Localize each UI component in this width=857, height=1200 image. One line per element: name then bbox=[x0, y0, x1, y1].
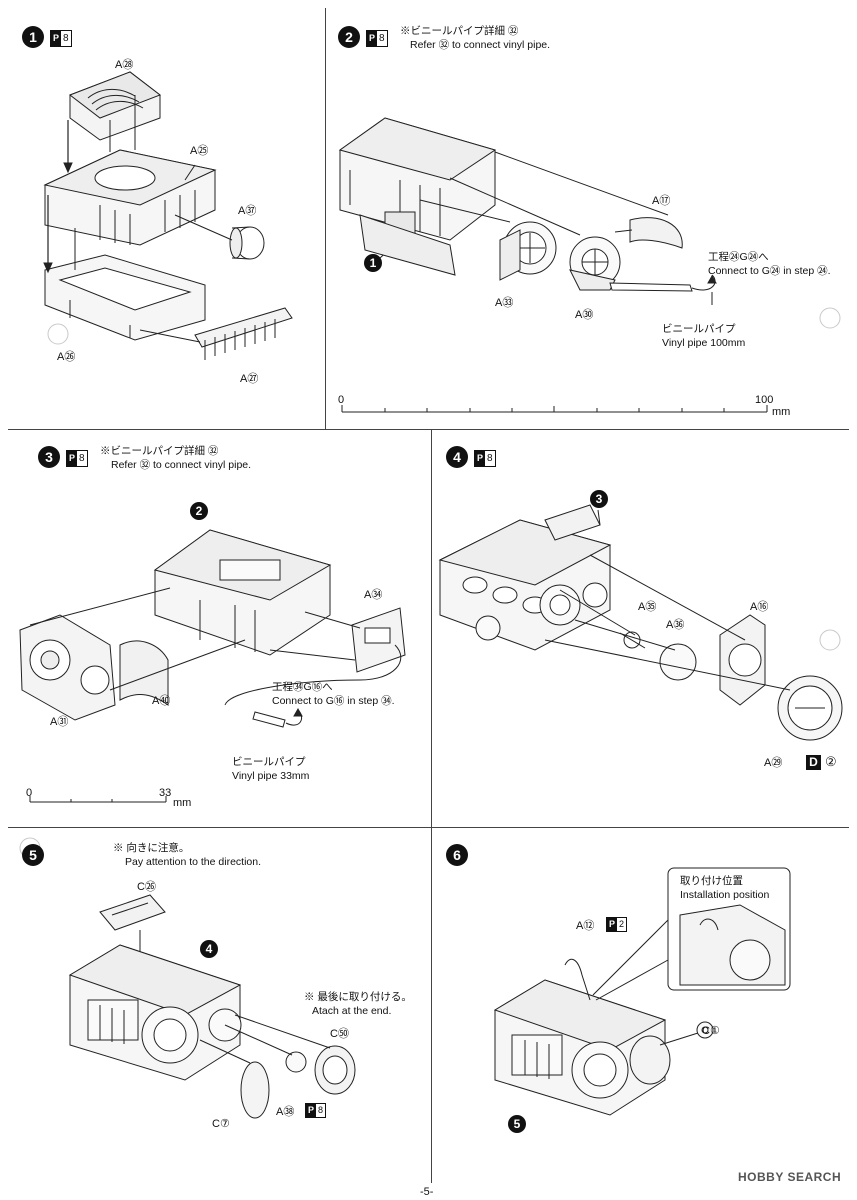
part-a38-label: A㊳ bbox=[276, 1106, 295, 1118]
step-1-paint-ref-value: 8 bbox=[63, 33, 69, 44]
step-3-drawing bbox=[19, 529, 406, 728]
step-3-scale-start: 0 bbox=[26, 787, 33, 799]
part-c1-label: C① bbox=[702, 1025, 720, 1037]
part-a16-label: A⑯ bbox=[750, 601, 769, 613]
part-a36-label: A㊱ bbox=[666, 619, 685, 631]
step-2-note-jp: ※ビニールパイプ詳細 ㉜ bbox=[400, 25, 519, 37]
decal-d-badge: D bbox=[806, 755, 821, 770]
step-3-note-en: Refer ㉜ to connect vinyl pipe. bbox=[111, 459, 252, 471]
step-5-drawing bbox=[68, 894, 356, 1119]
step-3-note-jp: ※ビニールパイプ詳細 ㉜ bbox=[100, 445, 219, 457]
step-2-connect-en: Connect to G㉔ in step ㉔. bbox=[708, 265, 831, 277]
watermark: HOBBY SEARCH bbox=[738, 1170, 842, 1184]
paint-ref-icon: P bbox=[367, 31, 378, 46]
background-ghost bbox=[19, 307, 841, 859]
part-a26-label: A㉖ bbox=[57, 351, 76, 363]
step-2-scale-end: 100 bbox=[755, 394, 774, 406]
paint-ref-icon: P bbox=[306, 1104, 317, 1117]
part-a37-label: A㊲ bbox=[238, 205, 257, 217]
decal-number: ② bbox=[825, 754, 837, 769]
step-4-panel bbox=[432, 430, 849, 828]
step-6-ref-circle: 5 bbox=[508, 1115, 526, 1133]
part-a38-paint-ref-value: 8 bbox=[318, 1105, 324, 1115]
paint-ref-icon: P bbox=[475, 451, 486, 466]
step-3-pipe-jp: ビニールパイプ bbox=[232, 756, 306, 768]
step-2-number: 2 bbox=[338, 26, 360, 48]
part-a29-label: A㉙ bbox=[764, 757, 783, 769]
part-a33-label: A㉝ bbox=[495, 297, 514, 309]
step-3-pipe-en: Vinyl pipe 33mm bbox=[232, 770, 310, 782]
step-1-drawing bbox=[43, 71, 293, 360]
step-3-ref-circle: 2 bbox=[190, 502, 208, 520]
step-2-scale-start: 0 bbox=[338, 394, 345, 406]
step-5-panel bbox=[8, 828, 432, 1183]
step-3-connect-en: Connect to G⑯ in step ㉞. bbox=[272, 695, 395, 707]
part-a31-label: A㉛ bbox=[50, 716, 69, 728]
part-a30-label: A㉚ bbox=[575, 309, 594, 321]
step-2-note-en: Refer ㉜ to connect vinyl pipe. bbox=[410, 39, 551, 51]
part-a35-label: A㉟ bbox=[638, 601, 657, 613]
step-3-scale-unit: mm bbox=[173, 797, 192, 809]
step-1-number: 1 bbox=[22, 26, 44, 48]
step-6-drawing bbox=[493, 867, 791, 1116]
part-c26-label: C㉖ bbox=[137, 881, 156, 893]
part-a12-label: A⑫ bbox=[576, 920, 595, 932]
part-a12-paint-ref-value: 2 bbox=[619, 919, 625, 929]
part-c50-label: C㊿ bbox=[330, 1028, 349, 1040]
step-4-number: 4 bbox=[446, 446, 468, 468]
paint-ref-icon: P bbox=[607, 918, 618, 931]
step-2-scale-unit: mm bbox=[772, 406, 791, 418]
part-a27-label: A㉗ bbox=[240, 373, 259, 385]
step-3-connect-jp: 工程㉞G⑯へ bbox=[272, 681, 333, 693]
step-6-install-jp: 取り付け位置 bbox=[680, 875, 743, 887]
step-3-number: 3 bbox=[38, 446, 60, 468]
step-5-note1-jp: ※ 向きに注意。 bbox=[113, 842, 190, 854]
step-3-panel bbox=[8, 430, 432, 828]
part-a25-label: A㉕ bbox=[190, 145, 209, 157]
paint-ref-icon: P bbox=[51, 31, 62, 46]
step-2-paint-ref-value: 8 bbox=[379, 33, 385, 44]
part-a28-label: A㉘ bbox=[115, 59, 134, 71]
step-1-panel bbox=[8, 8, 326, 430]
step-2-pipe-en: Vinyl pipe 100mm bbox=[662, 337, 746, 349]
step-5-ref-circle: 4 bbox=[200, 940, 218, 958]
paint-ref-icon: P bbox=[67, 451, 78, 466]
step-6-number: 6 bbox=[446, 844, 468, 866]
step-2-scale-bar bbox=[341, 405, 768, 413]
step-2-drawing bbox=[338, 117, 717, 305]
step-5-number: 5 bbox=[22, 844, 44, 866]
step-6-install-en: Installation position bbox=[680, 889, 770, 901]
part-a40-label: A㊵ bbox=[152, 695, 171, 707]
step-2-pipe-jp: ビニールパイプ bbox=[662, 323, 736, 335]
step-2-panel bbox=[326, 8, 849, 430]
part-a17-label: A⑰ bbox=[652, 195, 671, 207]
step-5-note1-en: Pay attention to the direction. bbox=[125, 856, 262, 868]
step-4-paint-ref-value: 8 bbox=[487, 453, 493, 464]
step-2-connect-jp: 工程㉔G㉔へ bbox=[708, 251, 769, 263]
step-3-scale-end: 33 bbox=[159, 787, 172, 799]
part-c7-label: C⑦ bbox=[212, 1118, 230, 1130]
step-4-ref-circle: 3 bbox=[590, 490, 608, 508]
part-a34-label: A㉞ bbox=[364, 589, 383, 601]
step-3-paint-ref-value: 8 bbox=[79, 453, 85, 464]
step-5-note2-jp: ※ 最後に取り付ける。 bbox=[304, 991, 412, 1003]
step-3-scale-bar bbox=[29, 796, 167, 803]
step-4-drawing bbox=[438, 504, 843, 741]
page-number: -5- bbox=[420, 1186, 434, 1198]
step-2-ref-circle: 1 bbox=[364, 254, 382, 272]
step-5-note2-en: Atach at the end. bbox=[312, 1005, 392, 1017]
